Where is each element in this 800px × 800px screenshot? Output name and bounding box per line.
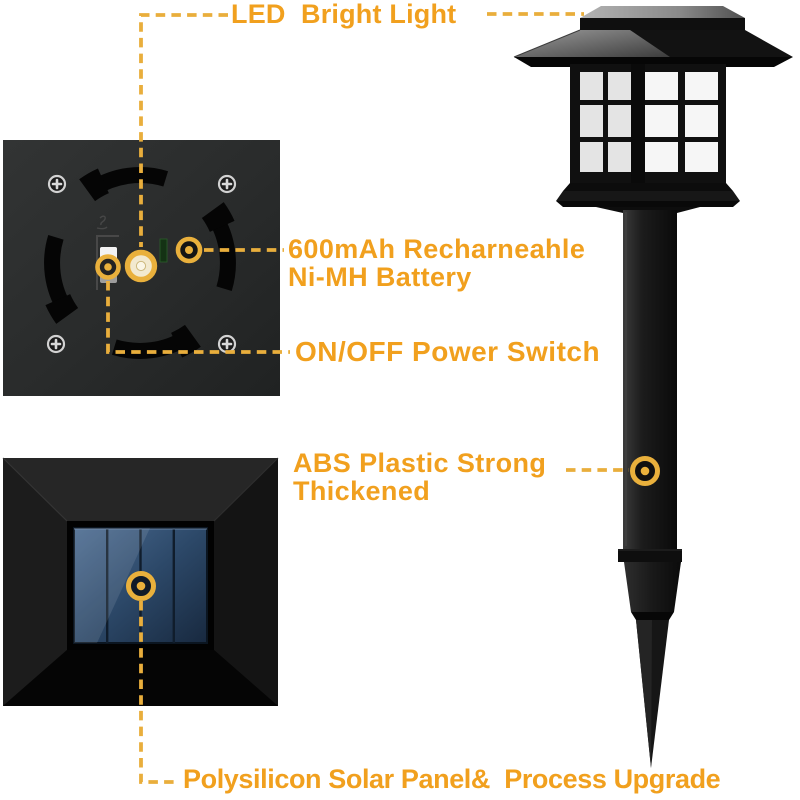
battery-label-line2: Ni-MH Battery	[288, 262, 472, 293]
abs-label-line1: ABS Plastic Strong	[293, 448, 547, 478]
callout-lines	[106, 12, 629, 784]
solar-callout-line	[139, 601, 176, 784]
battery-marker-icon	[175, 236, 203, 264]
target-markers	[95, 236, 660, 601]
led-label: LED Bright Light	[231, 0, 457, 29]
phillips-screw-icon	[217, 174, 237, 194]
lamp-pole	[618, 210, 682, 562]
phillips-screw-icon	[217, 334, 237, 354]
bayonet-slot	[44, 234, 79, 324]
phillips-screw-icon	[47, 174, 67, 194]
lantern-window-panes-right	[645, 72, 718, 172]
battery-label-line1: 600mAh Recharneahle	[288, 234, 586, 264]
power-switch-label: ON/OFF Power Switch	[295, 336, 601, 367]
mold-mark	[96, 215, 108, 230]
abs-label-line2: Thickened	[293, 476, 431, 507]
lamp-illustration	[513, 6, 793, 768]
solar-marker-icon	[126, 571, 156, 601]
switch-callout-line	[106, 281, 290, 354]
lantern-window-panes-left	[580, 72, 631, 172]
lamp-solar-cap	[580, 6, 745, 18]
switch-marker-icon	[95, 254, 121, 280]
phillips-screw-icon	[46, 334, 66, 354]
led-marker-icon	[124, 249, 158, 283]
lantern-body	[570, 64, 726, 183]
led-callout-line-left	[139, 13, 228, 247]
solar-label: Polysilicon Solar Panel& Process Upgrade	[183, 764, 721, 794]
ground-spike	[624, 562, 681, 768]
bayonet-slot	[79, 167, 169, 202]
lamp-collar	[556, 183, 740, 213]
charge-indicator-slot	[159, 238, 168, 263]
abs-marker-icon	[630, 456, 660, 486]
